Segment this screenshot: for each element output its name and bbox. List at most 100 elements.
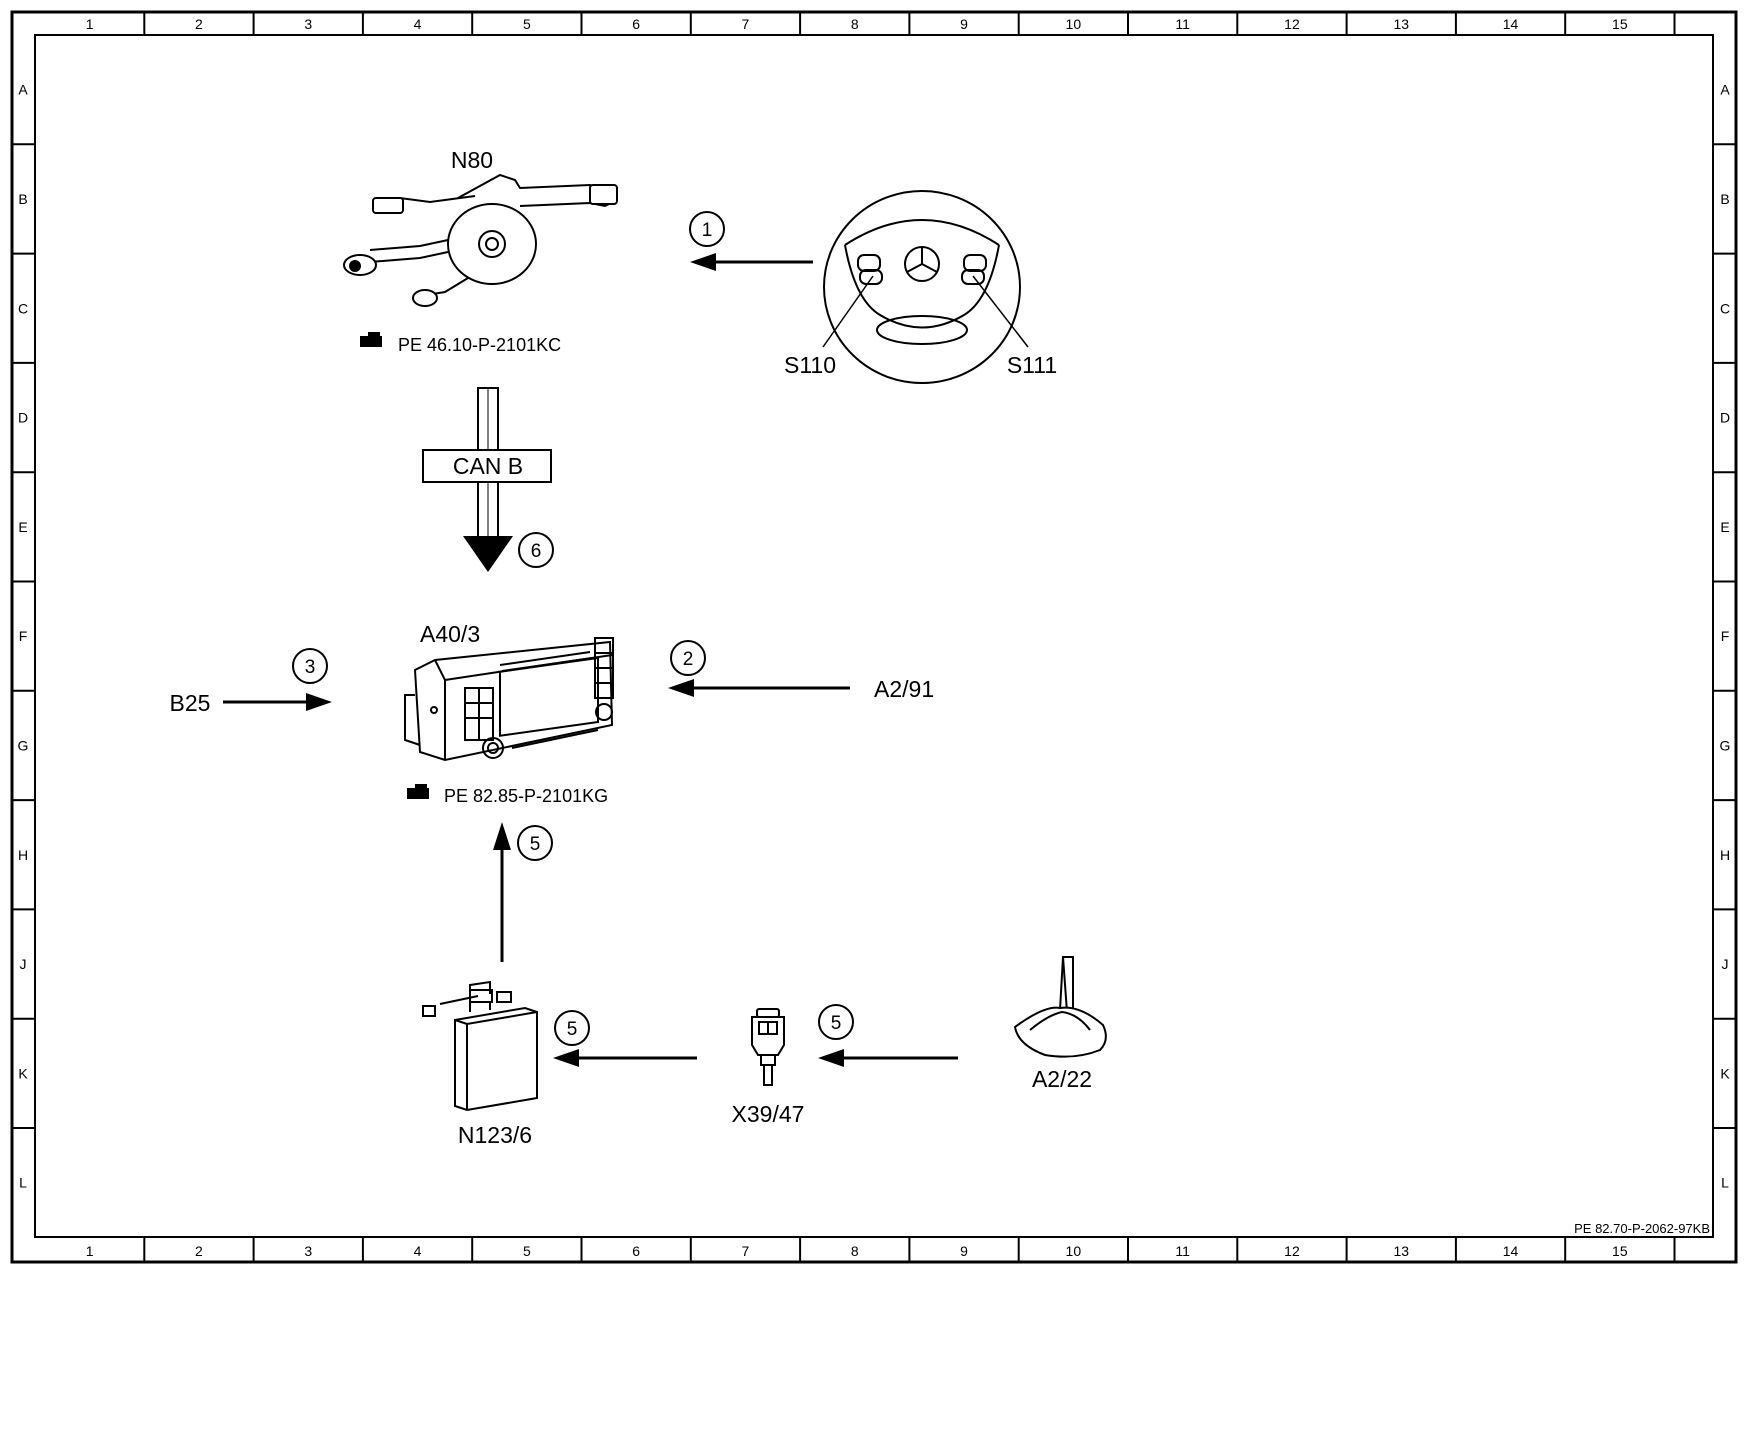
x39-47-connector-icon bbox=[751, 1008, 785, 1086]
step-2-number: 2 bbox=[683, 649, 694, 670]
grid-row-label: G bbox=[1720, 737, 1731, 753]
can-b-label: CAN B bbox=[453, 453, 523, 479]
grid-row-label: A bbox=[1720, 82, 1730, 98]
s110-leader bbox=[822, 275, 874, 348]
grid-column-label: 2 bbox=[195, 1243, 203, 1259]
step-5-n123-number: 5 bbox=[567, 1019, 578, 1040]
a2-91-label: A2/91 bbox=[874, 676, 934, 702]
n80-steering-column-module-icon bbox=[343, 173, 619, 307]
grid-row-label: K bbox=[18, 1065, 28, 1081]
grid-ruler-labels: 1122334455667788991010111112121313141415… bbox=[18, 16, 1731, 1259]
step-1-badge bbox=[689, 211, 725, 247]
grid-column-label: 14 bbox=[1503, 16, 1519, 32]
grid-column-label: 5 bbox=[523, 1243, 531, 1259]
grid-row-label: J bbox=[1722, 956, 1729, 972]
grid-column-label: 4 bbox=[414, 16, 422, 32]
grid-column-label: 11 bbox=[1175, 1243, 1190, 1259]
step-1-number: 1 bbox=[702, 220, 713, 241]
reference-hand-icon bbox=[360, 332, 382, 347]
grid-column-label: 11 bbox=[1175, 16, 1190, 32]
grid-ruler-marks bbox=[12, 12, 1736, 1262]
grid-column-label: 8 bbox=[851, 16, 859, 32]
grid-row-label: B bbox=[1720, 191, 1729, 207]
n123-6-label: N123/6 bbox=[458, 1122, 532, 1148]
a2-22-antenna-icon bbox=[1013, 956, 1107, 1058]
grid-column-label: 12 bbox=[1284, 16, 1300, 32]
arrow-3-head bbox=[306, 693, 332, 711]
step-2-badge bbox=[670, 640, 706, 676]
grid-row-label: H bbox=[1720, 847, 1730, 863]
grid-column-label: 2 bbox=[195, 16, 203, 32]
grid-column-label: 6 bbox=[632, 1243, 640, 1259]
grid-row-label: G bbox=[18, 737, 29, 753]
step-5-n123-badge bbox=[554, 1010, 590, 1046]
grid-column-label: 8 bbox=[851, 1243, 859, 1259]
grid-column-label: 14 bbox=[1503, 1243, 1519, 1259]
x39-47-label: X39/47 bbox=[732, 1101, 805, 1127]
grid-row-label: K bbox=[1720, 1065, 1730, 1081]
grid-column-label: 3 bbox=[304, 1243, 312, 1259]
a2-22-label: A2/22 bbox=[1032, 1066, 1092, 1092]
step-5-x39-badge bbox=[818, 1004, 854, 1040]
s110-label: S110 bbox=[784, 352, 836, 378]
grid-row-label: A bbox=[18, 82, 28, 98]
grid-column-label: 7 bbox=[742, 1243, 750, 1259]
grid-column-label: 1 bbox=[86, 16, 94, 32]
grid-column-label: 1 bbox=[86, 1243, 94, 1259]
grid-row-label: F bbox=[1721, 628, 1730, 644]
grid-row-label: H bbox=[18, 847, 28, 863]
grid-row-label: L bbox=[1721, 1175, 1729, 1191]
grid-row-label: C bbox=[1720, 300, 1730, 316]
grid-row-label: F bbox=[19, 628, 28, 644]
arrow-2-head bbox=[668, 679, 694, 697]
grid-column-label: 12 bbox=[1284, 1243, 1300, 1259]
arrow-1-head bbox=[690, 253, 716, 271]
grid-row-label: E bbox=[18, 519, 27, 535]
b25-label: B25 bbox=[170, 690, 211, 716]
n80-reference: PE 46.10-P-2101KC bbox=[398, 335, 561, 355]
grid-column-label: 15 bbox=[1612, 16, 1628, 32]
steering-wheel-icon bbox=[823, 190, 1021, 384]
grid-row-label: D bbox=[1720, 410, 1730, 426]
grid-column-label: 10 bbox=[1066, 16, 1082, 32]
step-3-badge bbox=[292, 648, 328, 684]
grid-column-label: 13 bbox=[1393, 16, 1409, 32]
grid-column-label: 9 bbox=[960, 16, 968, 32]
a40-3-reference: PE 82.85-P-2101KG bbox=[444, 786, 608, 806]
a40-3-head-unit-icon bbox=[404, 637, 614, 762]
s111-label: S111 bbox=[1007, 352, 1057, 378]
s111-leader bbox=[972, 275, 1029, 348]
grid-column-label: 7 bbox=[742, 16, 750, 32]
can-b-label-box bbox=[422, 449, 552, 483]
grid-row-label: E bbox=[1720, 519, 1729, 535]
inner-frame bbox=[34, 34, 1714, 1238]
grid-column-label: 15 bbox=[1612, 1243, 1628, 1259]
step-5-up-number: 5 bbox=[530, 834, 541, 855]
arrow-5-up-head bbox=[493, 822, 511, 850]
grid-row-label: B bbox=[18, 191, 27, 207]
grid-column-label: 6 bbox=[632, 16, 640, 32]
step-5-up-badge bbox=[517, 825, 553, 861]
outer-frame bbox=[10, 10, 1738, 1264]
step-3-number: 3 bbox=[305, 657, 316, 678]
document-id: PE 82.70-P-2062-97KB bbox=[1574, 1221, 1710, 1236]
grid-column-label: 13 bbox=[1393, 1243, 1409, 1259]
grid-row-label: J bbox=[20, 956, 27, 972]
grid-row-label: D bbox=[18, 410, 28, 426]
grid-row-label: L bbox=[19, 1175, 27, 1191]
grid-row-label: C bbox=[18, 300, 28, 316]
arrow-5-n123-head bbox=[553, 1049, 579, 1067]
grid-column-label: 10 bbox=[1066, 1243, 1082, 1259]
step-6-number: 6 bbox=[531, 541, 542, 562]
grid-column-label: 3 bbox=[304, 16, 312, 32]
step-5-x39-number: 5 bbox=[831, 1013, 842, 1034]
reference-hand-icon bbox=[407, 784, 429, 799]
grid-column-label: 9 bbox=[960, 1243, 968, 1259]
arrow-5-x39-head bbox=[818, 1049, 844, 1067]
n80-label: N80 bbox=[451, 147, 493, 173]
grid-column-label: 5 bbox=[523, 16, 531, 32]
n123-6-module-icon bbox=[422, 980, 538, 1112]
step-6-badge bbox=[518, 532, 554, 568]
a40-3-label: A40/3 bbox=[420, 621, 480, 647]
